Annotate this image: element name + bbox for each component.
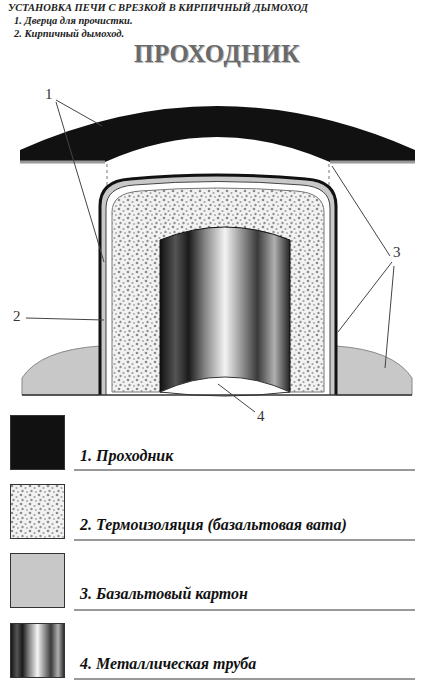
callout-number: 4 bbox=[256, 408, 266, 425]
header-note: УСТАНОВКА ПЕЧИ С ВРЕЗКОЙ В КИРПИЧНЫЙ ДЫМ… bbox=[8, 2, 308, 13]
callout-number: 1 bbox=[44, 86, 54, 103]
header-note: 2. Кирпичный дымоход. bbox=[14, 28, 124, 39]
callout-number: 3 bbox=[392, 244, 402, 261]
legend-text: 2. Термоизоляция (базальтовая вата) bbox=[80, 516, 347, 534]
legend-text: 4. Металлическая труба bbox=[80, 655, 256, 673]
legend-text: 3. Базальтовый картон bbox=[80, 585, 248, 603]
insulation-swatch bbox=[10, 484, 65, 539]
callout-number: 2 bbox=[12, 308, 22, 325]
legend-swatch bbox=[10, 553, 65, 608]
pipe-swatch bbox=[10, 623, 65, 678]
diagram-title: ПРОХОДНИК bbox=[134, 40, 300, 68]
legend-text: 1. Проходник bbox=[80, 447, 173, 465]
header-note: 1. Дверца для прочистки. bbox=[14, 15, 133, 26]
legend-swatch bbox=[10, 415, 65, 470]
